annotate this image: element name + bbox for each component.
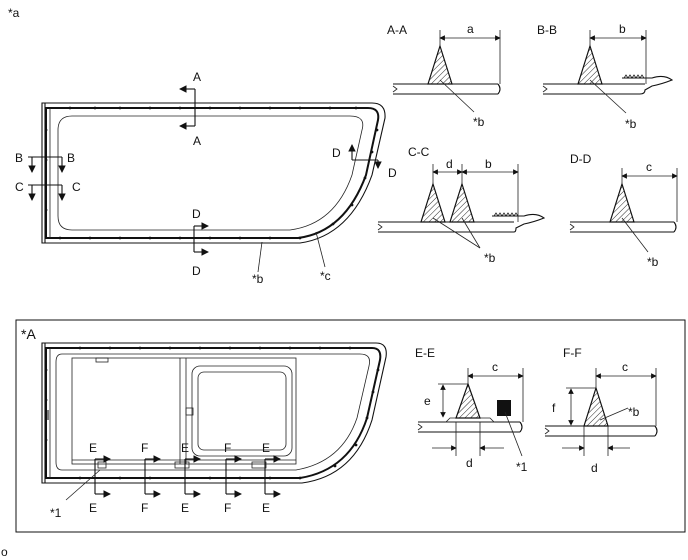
top-molding-clips <box>44 106 379 240</box>
marker-e-1a: E <box>89 441 97 455</box>
dim-e-ee: e <box>424 394 431 408</box>
section-marker-d: D D D D <box>192 144 397 278</box>
section-marker-b: B B <box>15 151 75 173</box>
marker-e-2b: E <box>181 501 189 515</box>
callout-1-main: *1 <box>50 506 62 520</box>
dim-d-cc: d <box>446 157 453 171</box>
dim-b-bb: b <box>619 22 626 36</box>
section-cc: C-C d b *b <box>377 145 546 265</box>
section-title-cc: C-C <box>408 145 430 159</box>
marker-e-2a: E <box>181 441 189 455</box>
marker-e-3a: E <box>262 441 270 455</box>
marker-e-1b: E <box>89 501 97 515</box>
marker-f-2b: F <box>224 501 231 515</box>
dim-c-dd: c <box>646 160 652 174</box>
section-title-ff: F-F <box>563 346 582 360</box>
page-id: o <box>1 545 8 559</box>
section-title-aa: A-A <box>387 23 407 37</box>
section-title-bb: B-B <box>537 23 557 37</box>
dim-d-ff: d <box>591 461 598 475</box>
top-view-label: *a <box>8 6 20 20</box>
bottom-molding-clips <box>44 346 380 480</box>
section-dd: D-D c *b <box>569 152 678 269</box>
callout-b-top: *b <box>252 272 264 286</box>
bottom-window-glass <box>41 342 387 484</box>
top-window-glass <box>41 102 386 244</box>
marker-a-top: A <box>193 70 201 84</box>
callout-1-ee: *1 <box>516 460 528 474</box>
dim-b-cc: b <box>485 157 492 171</box>
marker-f-1b: F <box>141 501 148 515</box>
top-view-callouts: *b *c <box>252 231 331 286</box>
section-ee: E-E c e d *1 <box>415 346 528 474</box>
detail-box-a <box>15 319 686 533</box>
callout-b-ff: *b <box>628 405 640 419</box>
section-bb: B-B b *b <box>537 22 674 131</box>
section-ff: F-F c f d *b <box>544 346 658 475</box>
dim-f-ff: f <box>552 401 556 415</box>
marker-b-left: B <box>15 151 23 165</box>
dim-c-ff: c <box>622 360 628 374</box>
callout-b-cc: *b <box>484 251 496 265</box>
section-marker-c: C C <box>15 180 81 201</box>
section-markers-ef: E E F F E E F F E E <box>89 441 281 515</box>
marker-e-3b: E <box>262 501 270 515</box>
marker-c-right: C <box>72 180 81 194</box>
dim-a: a <box>467 22 474 36</box>
callout-c-top: *c <box>320 269 331 283</box>
marker-f-2a: F <box>224 441 231 455</box>
marker-a-bottom: A <box>193 134 201 148</box>
bottom-view-label: *A <box>21 326 36 342</box>
marker-c-left: C <box>15 180 24 194</box>
marker-d-right-b: D <box>388 166 397 180</box>
spacer-block-ee <box>497 400 511 416</box>
section-title-dd: D-D <box>570 152 592 166</box>
callout-b-bb: *b <box>625 117 637 131</box>
marker-d-right-a: D <box>332 146 341 160</box>
dim-c-ee: c <box>492 360 498 374</box>
section-title-ee: E-E <box>415 346 435 360</box>
marker-f-1a: F <box>141 441 148 455</box>
callout-b-dd: *b <box>647 255 659 269</box>
marker-b-right: B <box>67 151 75 165</box>
section-marker-a: A A <box>179 70 201 148</box>
section-aa: A-A a *b <box>387 22 501 129</box>
dim-d-ee: d <box>466 456 473 470</box>
callout-1-bottom-view: *1 <box>50 469 101 520</box>
marker-d-bottom-a: D <box>192 207 201 221</box>
marker-d-bottom-b: D <box>192 264 201 278</box>
callout-b-aa: *b <box>473 115 485 129</box>
